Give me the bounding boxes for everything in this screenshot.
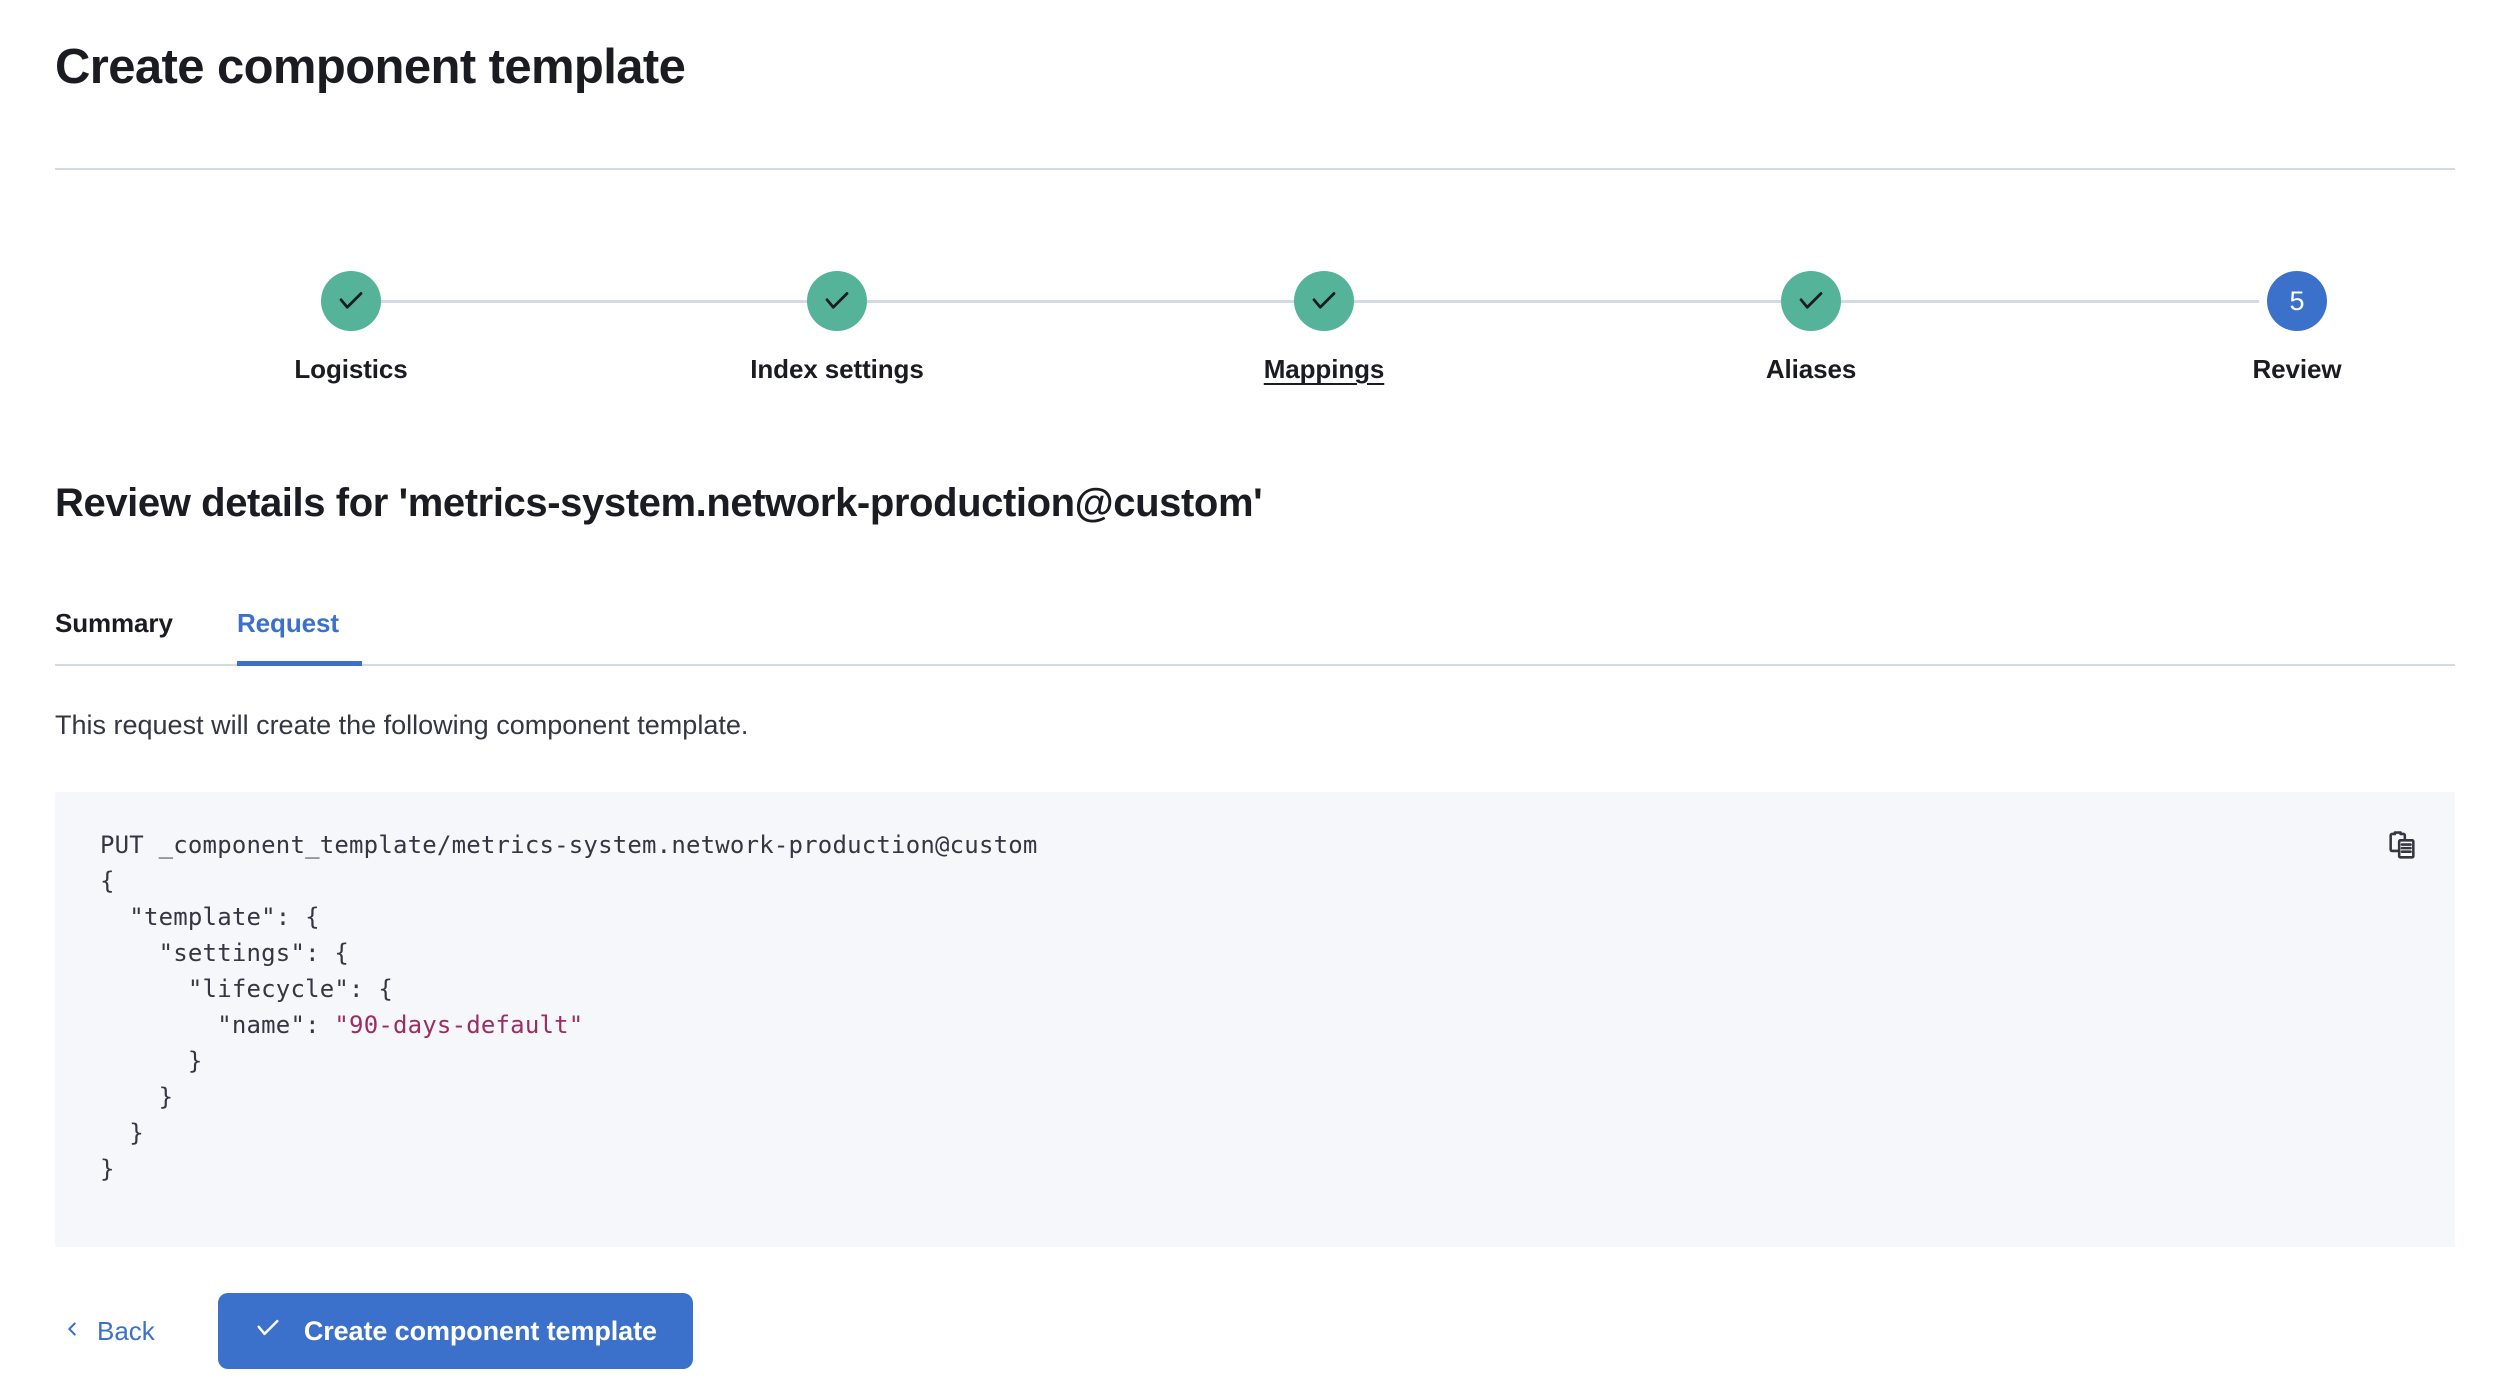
title-divider <box>55 168 2455 170</box>
code-line: } <box>100 1119 144 1147</box>
stepper-step-mappings[interactable]: Mappings <box>1194 255 1454 385</box>
code-line: "settings": { <box>100 939 350 967</box>
review-heading: Review details for 'metrics-system.netwo… <box>55 481 1263 525</box>
stepper-step-review[interactable]: 5 Review <box>2167 255 2427 385</box>
step-status-circle: 5 <box>2267 271 2327 331</box>
code-line: } <box>100 1155 115 1183</box>
stepper-step-logistics[interactable]: Logistics <box>221 255 481 385</box>
tabs-divider <box>55 664 2455 666</box>
wizard-footer: Back Create component template <box>55 1292 693 1370</box>
step-status-circle <box>807 271 867 331</box>
stepper-step-label: Aliases <box>1765 354 1857 384</box>
stepper-step-label: Review <box>2252 354 2342 384</box>
check-icon <box>822 286 852 316</box>
step-status-circle <box>1781 271 1841 331</box>
code-line: } <box>100 1083 174 1111</box>
step-status-circle <box>1294 271 1354 331</box>
stepper-step-label: Logistics <box>294 354 408 384</box>
chevron-left-icon <box>61 1316 83 1347</box>
stepper-step-aliases[interactable]: Aliases <box>1681 255 1941 385</box>
code-line: "name": <box>100 1011 335 1039</box>
create-component-template-button[interactable]: Create component template <box>217 1293 693 1369</box>
stepper-step-label: Index settings <box>750 354 924 384</box>
back-button-label: Back <box>97 1315 155 1346</box>
code-line: PUT _component_template/metrics-system.n… <box>100 831 1038 859</box>
check-icon <box>254 1314 282 1349</box>
check-icon <box>1796 286 1826 316</box>
code-line: } <box>100 1047 203 1075</box>
request-code-panel: PUT _component_template/metrics-system.n… <box>55 792 2455 1247</box>
step-status-circle <box>321 271 381 331</box>
code-string-value: "90-days-default" <box>334 1011 584 1039</box>
check-icon <box>1309 286 1339 316</box>
back-button[interactable]: Back <box>55 1308 161 1355</box>
tab-summary[interactable]: Summary <box>55 608 173 638</box>
request-description: This request will create the following c… <box>55 710 749 740</box>
wizard-stepper: Logistics Index settings Mappings <box>55 255 2455 405</box>
page-title: Create component template <box>55 40 686 94</box>
code-line: { <box>100 867 115 895</box>
code-line: "template": { <box>100 903 320 931</box>
tab-request[interactable]: Request <box>237 598 362 666</box>
create-component-template-button-label: Create component template <box>303 1315 657 1346</box>
stepper-step-label[interactable]: Mappings <box>1263 354 1385 384</box>
check-icon <box>336 286 366 316</box>
step-number: 5 <box>2289 285 2305 316</box>
code-line: "lifecycle": { <box>100 975 393 1003</box>
request-code-block: PUT _component_template/metrics-system.n… <box>100 827 1038 1187</box>
review-tabs: Summary Request <box>55 598 2455 666</box>
copy-clipboard-icon[interactable] <box>2376 820 2428 872</box>
stepper-step-index-settings[interactable]: Index settings <box>707 255 967 385</box>
